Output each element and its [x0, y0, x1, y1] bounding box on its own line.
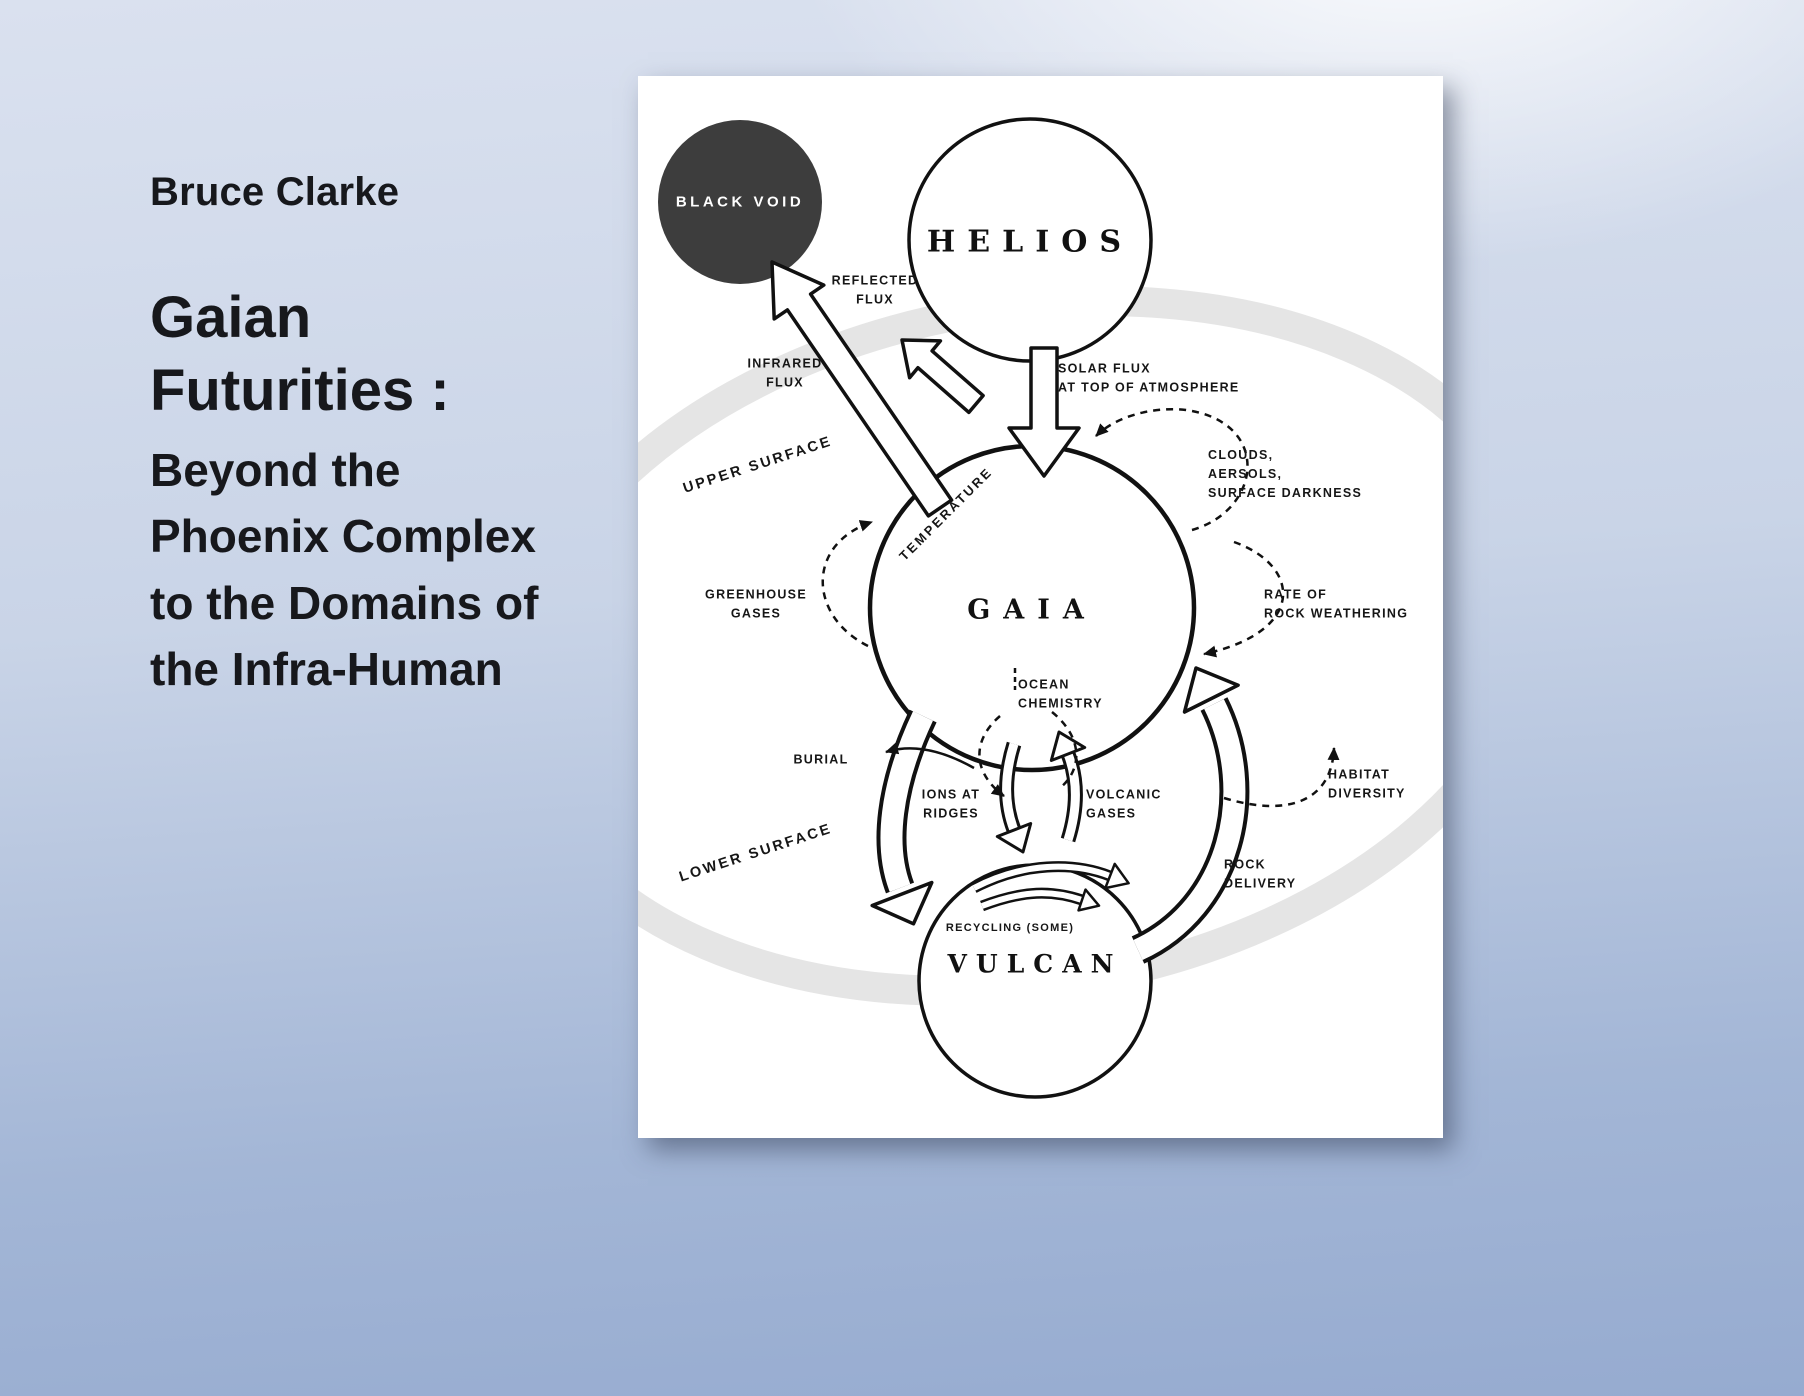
burial-band-arrow — [870, 709, 937, 926]
recycling-arrows — [971, 861, 1130, 912]
habitat-diversity-loop — [1223, 747, 1340, 808]
rock-weathering-loop — [1203, 540, 1285, 658]
label-rate-of-rock-weathering: RATE OF ROCK WEATHERING — [1264, 587, 1409, 620]
ions-down-arrow — [995, 741, 1033, 854]
label-habitat-diversity: HABITAT DIVERSITY — [1328, 767, 1406, 800]
black-void-circle — [658, 120, 822, 284]
label-infrared-flux: INFRARED FLUX — [747, 356, 823, 389]
ocean-chemistry-loop-2 — [1051, 711, 1078, 789]
black-void-label: BLACK VOID — [675, 193, 805, 211]
rock-delivery-band-arrow — [1131, 666, 1250, 964]
greenhouse-gases-loop — [821, 520, 873, 648]
label-recycling: RECYCLING (SOME) — [945, 921, 1075, 934]
gaia-label: GAIA — [967, 594, 1097, 626]
label-solar-flux: SOLAR FLUX AT TOP OF ATMOSPHERE — [1058, 361, 1240, 394]
diagram-graphics — [638, 117, 1443, 1099]
title-block: Bruce Clarke Gaian Futurities : Beyond t… — [150, 170, 538, 702]
reflected-flux-arrow — [900, 338, 985, 415]
feedback-loops — [821, 408, 1340, 808]
label-burial: BURIAL — [793, 752, 849, 767]
solar-flux-arrow — [1007, 346, 1081, 478]
author-name: Bruce Clarke — [150, 170, 400, 214]
label-ions-at-ridges: IONS AT RIDGES — [921, 787, 981, 820]
volcanic-up-arrow — [1049, 730, 1087, 843]
label-ocean-chemistry: OCEAN CHEMISTRY — [1018, 677, 1103, 710]
label-clouds-aerosols: CLOUDS, AERSOLS, SURFACE DARKNESS — [1208, 447, 1363, 500]
vulcan-label: VULCAN — [947, 949, 1123, 979]
label-greenhouse-gases: GREENHOUSE GASES — [705, 587, 807, 620]
burial-arrow-small — [885, 742, 975, 770]
slide-title: Gaian Futurities : — [150, 285, 450, 424]
slide-subtitle: Beyond the Phoenix Complex to the Domain… — [150, 444, 539, 695]
label-rock-delivery: ROCK DELIVERY — [1224, 857, 1297, 890]
helios-label: HELIOS — [926, 224, 1134, 260]
vulcan-circle — [917, 863, 1153, 1099]
label-reflected-flux: REFLECTED FLUX — [831, 273, 919, 306]
label-volcanic-gases: VOLCANIC GASES — [1086, 787, 1162, 820]
diagram-panel: BLACK VOID HELIOS GAIA VULCAN REFLECTED … — [638, 76, 1443, 1138]
ocean-chemistry-loop — [978, 715, 1005, 798]
infrared-flux-arrow — [770, 260, 954, 518]
